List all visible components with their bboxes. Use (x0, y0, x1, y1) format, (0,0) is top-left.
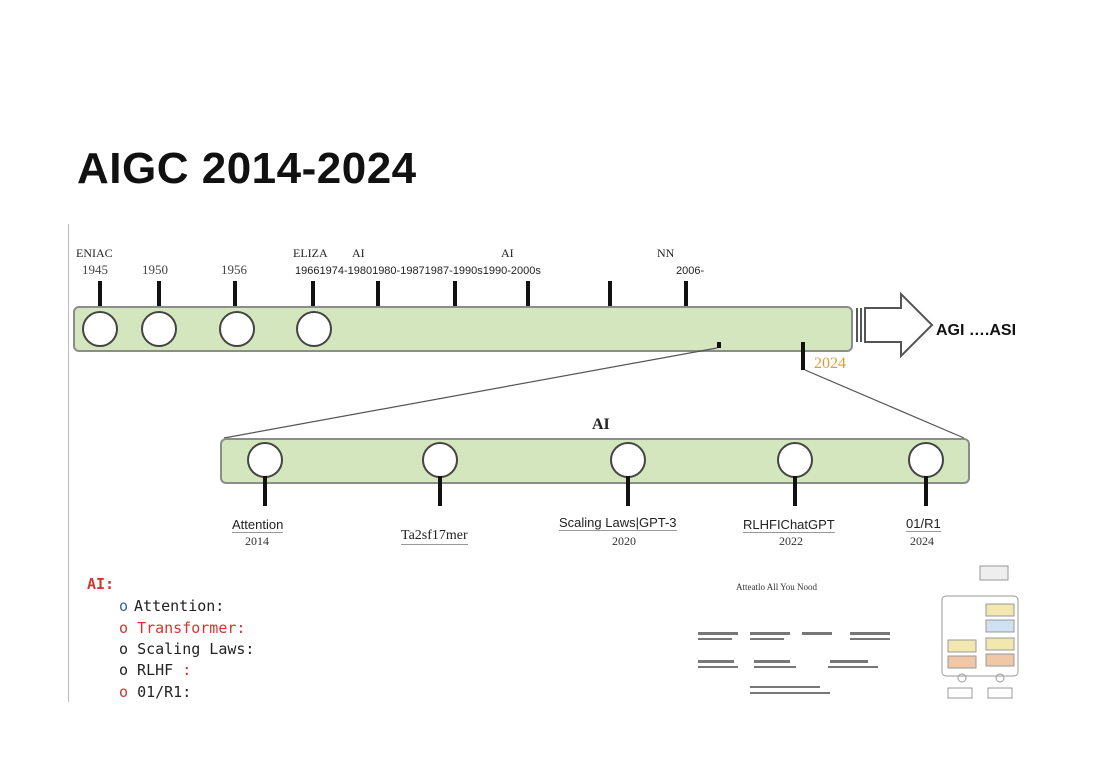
year-2006: 2006- (676, 265, 705, 277)
description-item: o RLHF : (119, 661, 192, 679)
tick (608, 281, 612, 308)
description-item: o 01/R1: (119, 683, 192, 701)
paper-title: Atteatlo All You Nood (736, 582, 818, 592)
genai-year-2020: 2020 (612, 534, 636, 548)
genai-label-attention: Attention (232, 517, 284, 533)
tick (793, 476, 797, 506)
left-divider (68, 224, 69, 702)
tick-2024 (801, 342, 805, 370)
genai-heading: AI: (87, 575, 115, 593)
tick (157, 281, 161, 313)
genai-title: AI (592, 416, 610, 433)
tick (438, 476, 442, 506)
genai-node (777, 442, 813, 478)
arrow-icon (856, 292, 934, 358)
label-nn-revival: NN (657, 246, 675, 260)
genai-year-2014: 2014 (245, 534, 269, 548)
genai-label-o1r1: 01/R1 (906, 516, 941, 532)
tick (98, 281, 102, 313)
genai-label-scaling: Scaling Laws|GPT-3 (559, 515, 677, 531)
genai-node (908, 442, 944, 478)
history-timeline-bar (73, 306, 853, 352)
paper-thumbnail: Atteatlo All You Nood (690, 548, 1109, 710)
label-eliza: ELIZA (293, 246, 328, 260)
genai-node (247, 442, 283, 478)
description-item: o Transformer: (119, 619, 246, 637)
description-item: o Scaling Laws: (119, 640, 255, 658)
tick (924, 476, 928, 506)
genai-label-transformer: Ta2sf17mer (401, 528, 468, 545)
genai-timeline-bar (220, 438, 970, 484)
timeline-node (82, 311, 118, 347)
year-1950: 1950 (142, 262, 168, 277)
genai-node (422, 442, 458, 478)
tick (233, 281, 237, 313)
tick (626, 476, 630, 506)
year-ranges: 19661974-19801980-19871987-1990s1990-200… (295, 265, 541, 277)
tick (453, 281, 457, 308)
genai-node (610, 442, 646, 478)
paper-figure-icon (698, 565, 1019, 699)
genai-year-2024: 2024 (910, 534, 934, 548)
genai-label-rlhf: RLHFIChatGPT (743, 517, 835, 533)
label-ai-winter-1: AI (352, 246, 365, 260)
label-ai-winter-2: AI (501, 246, 514, 260)
description-heading: AI: (87, 575, 114, 593)
tick (717, 342, 721, 348)
year-1945: 1945 (82, 262, 108, 277)
year-1956: 1956 (221, 262, 247, 277)
label-eniac: ENIAC (76, 246, 113, 260)
timeline-node (296, 311, 332, 347)
timeline-node (141, 311, 177, 347)
page-title: AIGC 2014-2024 (77, 144, 417, 193)
timeline-node (219, 311, 255, 347)
tick (311, 281, 315, 313)
tick (526, 281, 530, 308)
tick (376, 281, 380, 308)
agi-asi-label: AGI ….ASI (936, 322, 1017, 339)
tick (684, 281, 688, 308)
year-2024: 2024 (814, 355, 846, 372)
tick (263, 476, 267, 506)
genai-year-2022: 2022 (779, 534, 803, 548)
